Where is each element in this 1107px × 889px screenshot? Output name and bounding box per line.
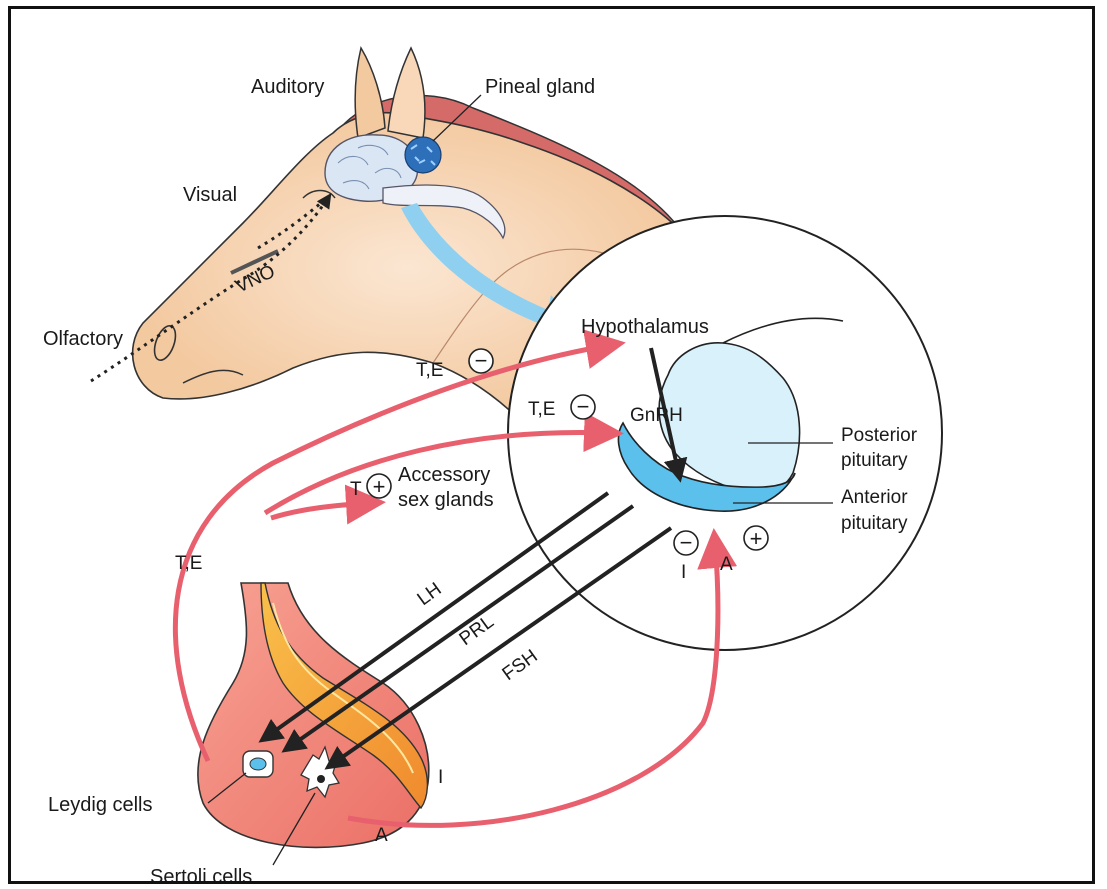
label-olfactory: Olfactory — [43, 328, 123, 350]
label-sertoli-cells: Sertoli cells — [150, 866, 252, 884]
label-fsh: FSH — [499, 646, 542, 685]
label-accessory-1: Accessory — [398, 464, 490, 486]
sertoli-nucleus — [317, 775, 325, 783]
fsh-arrow — [331, 528, 671, 765]
label-hypothalamus: Hypothalamus — [581, 316, 709, 338]
label-prl: PRL — [456, 611, 498, 650]
sign-te-outer-minus: − — [469, 348, 493, 373]
horse-ear-right — [388, 48, 425, 138]
label-auditory: Auditory — [251, 76, 324, 98]
label-visual: Visual — [183, 184, 237, 206]
svg-text:−: − — [577, 394, 590, 419]
label-te-inner: T,E — [528, 399, 555, 420]
label-anterior-pituitary-2: pituitary — [841, 513, 908, 534]
lh-arrow — [265, 493, 608, 738]
pineal-gland — [405, 137, 441, 173]
leydig-nucleus — [250, 758, 266, 770]
label-anterior-pituitary-1: Anterior — [841, 487, 908, 508]
prl-arrow — [288, 506, 633, 748]
label-pineal-gland: Pineal gland — [485, 76, 595, 98]
label-activin-testis: A — [375, 825, 388, 846]
svg-text:+: + — [750, 526, 763, 551]
label-accessory-2: sex glands — [398, 489, 494, 511]
label-inhibin-testis: I — [438, 767, 443, 788]
figure-frame: − − + − + Auditory Pineal gland Visual V… — [8, 6, 1095, 884]
label-lh: LH — [414, 579, 446, 610]
sign-t-plus: + — [367, 474, 391, 499]
sign-activin-plus: + — [744, 526, 768, 551]
sign-inhibin-minus: − — [674, 530, 698, 555]
label-te-outer: T,E — [416, 360, 443, 381]
svg-text:−: − — [475, 348, 488, 373]
label-posterior-pituitary-2: pituitary — [841, 450, 908, 471]
horse-ear-left — [355, 48, 385, 138]
svg-text:−: − — [680, 530, 693, 555]
label-posterior-pituitary-1: Posterior — [841, 425, 918, 446]
diagram-canvas: − − + − + Auditory Pineal gland Visual V… — [11, 9, 1095, 884]
label-leydig-cells: Leydig cells — [48, 794, 153, 816]
label-t-accessory: T — [350, 479, 362, 500]
t-to-accessory-glands — [271, 503, 371, 518]
label-gnrh: GnRH — [630, 405, 683, 426]
label-activin-circle: A — [720, 554, 733, 575]
sign-te-inner-minus: − — [571, 394, 595, 419]
label-inhibin-circle: I — [681, 562, 686, 583]
label-te-left: T,E — [175, 553, 202, 574]
svg-text:+: + — [373, 474, 386, 499]
